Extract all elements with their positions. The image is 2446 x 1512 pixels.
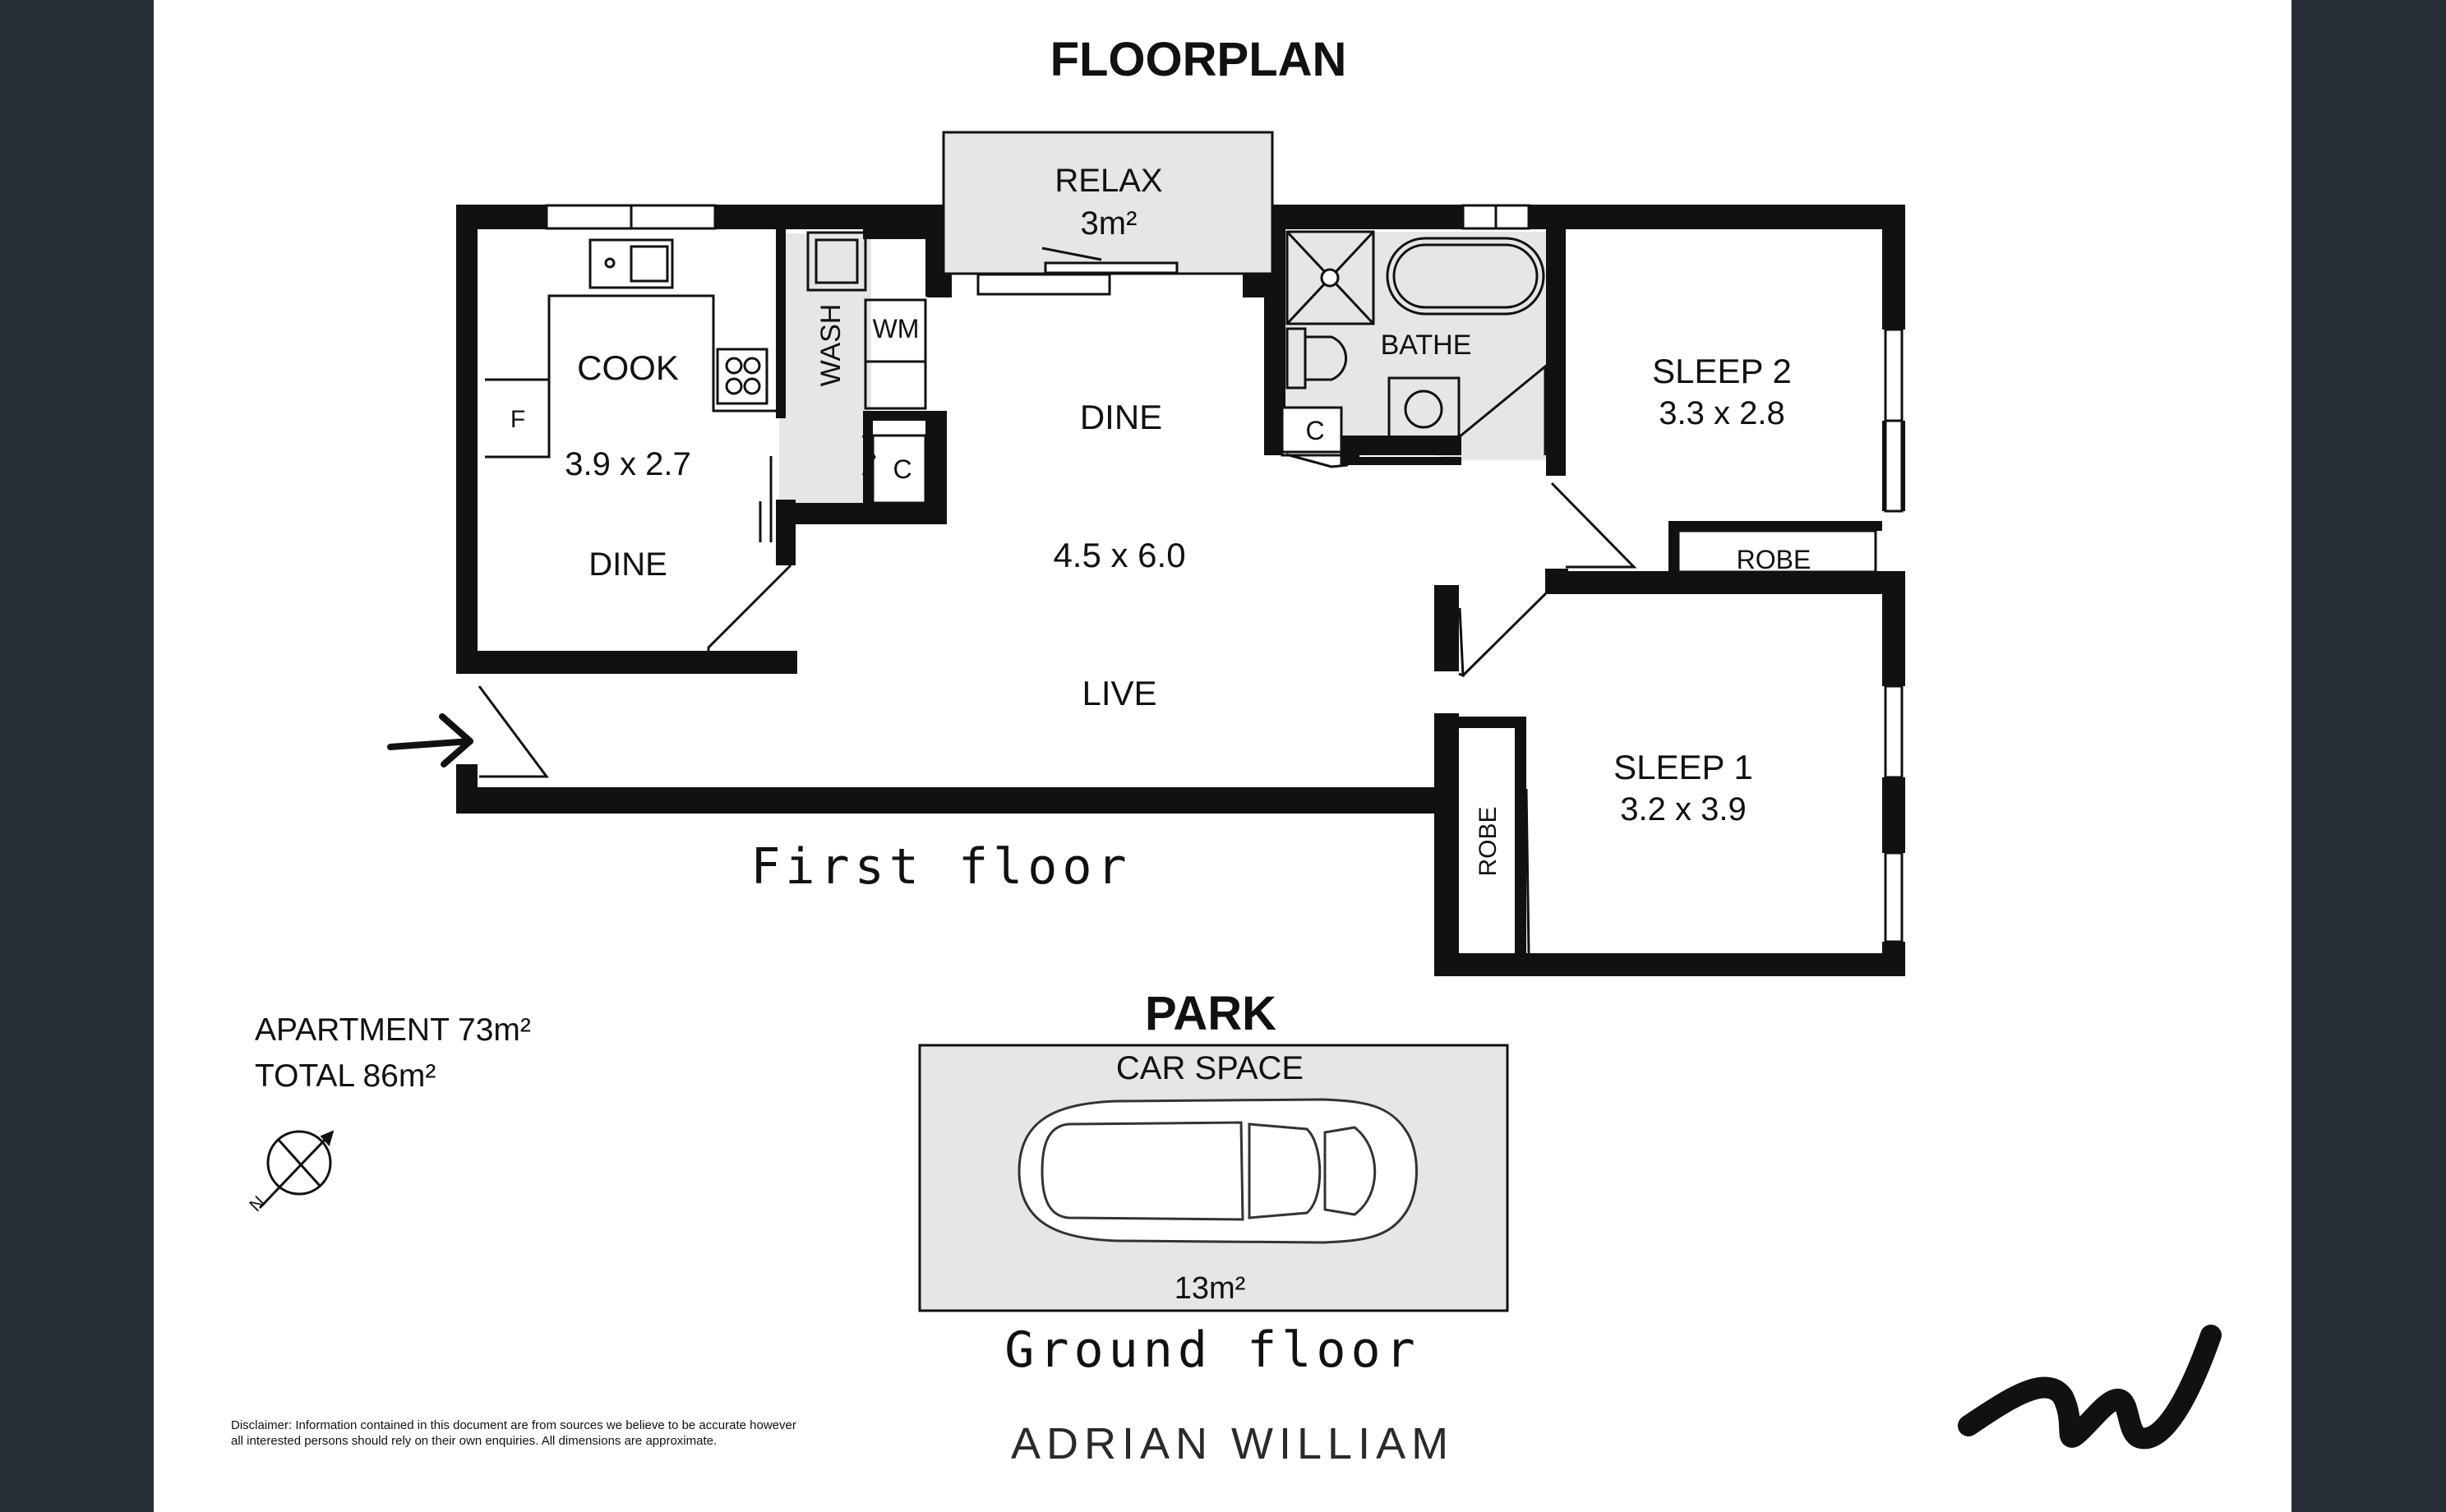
- cooktop-icon: [716, 348, 768, 405]
- room-label-relax: RELAX: [1055, 163, 1162, 199]
- sink-icon: [588, 238, 674, 289]
- apartment-area: APARTMENT 73m²: [255, 1012, 531, 1048]
- room-label-bathe: BATHE: [1381, 330, 1472, 361]
- wash-label: WASH: [815, 304, 847, 387]
- room-label-sleep2: SLEEP 2: [1652, 352, 1792, 390]
- bathtub-icon: [1386, 237, 1545, 316]
- ground-floor-label: Ground floor: [1004, 1321, 1419, 1379]
- room-label-cook-dine: DINE: [588, 546, 667, 583]
- park-title: PARK: [1145, 987, 1276, 1040]
- tub-icon: [806, 231, 867, 292]
- laundry-fixtures: [806, 231, 927, 505]
- laundry-cupboard-label: C: [893, 454, 911, 484]
- robe-label-sleep1: ROBE: [1475, 806, 1502, 876]
- vanity-icon: [1387, 376, 1461, 439]
- room-size-dine: 4.5 x 6.0: [1053, 536, 1185, 574]
- wm-label: WM: [873, 314, 920, 343]
- entry-arrow: [387, 713, 473, 768]
- kitchen-fixtures: [485, 238, 792, 651]
- room-label-live: LIVE: [1082, 674, 1156, 712]
- relax-balcony: RELAX 3m²: [942, 131, 1274, 296]
- disclaimer-text: Disclaimer: Information contained in thi…: [231, 1418, 796, 1448]
- brand-name: ADRIAN WILLIAM: [1011, 1419, 1455, 1468]
- windows: [545, 204, 1904, 943]
- brand-logo-icon: [1958, 1325, 2222, 1450]
- bath-cupboard-label: C: [1305, 416, 1324, 445]
- compass-north-icon: [258, 1130, 335, 1210]
- room-size-relax: 3m²: [1081, 205, 1138, 242]
- shower-icon: [1285, 230, 1375, 325]
- car-space-size: 13m²: [1175, 1271, 1246, 1306]
- room-label-dine: DINE: [1080, 398, 1162, 436]
- car-icon: [1018, 1098, 1418, 1244]
- room-size-cook: 3.9 x 2.7: [565, 446, 690, 482]
- room-label-sleep1: SLEEP 1: [1613, 748, 1753, 786]
- doors: [478, 482, 1882, 778]
- toilet-icon: [1304, 335, 1348, 381]
- compass-letter: N: [245, 1192, 269, 1215]
- car-space-label: CAR SPACE: [1116, 1050, 1304, 1086]
- total-area: TOTAL 86m²: [255, 1058, 436, 1094]
- walls: [456, 205, 1905, 976]
- plan-title: FLOORPLAN: [1050, 33, 1347, 86]
- room-label-cook: COOK: [577, 348, 679, 387]
- bathroom-fixtures: [1281, 230, 1547, 468]
- room-size-sleep1: 3.2 x 3.9: [1620, 791, 1746, 827]
- room-size-sleep2: 3.3 x 2.8: [1659, 395, 1784, 431]
- washing-machine-icon: [864, 298, 927, 410]
- robe-label-sleep2: ROBE: [1737, 545, 1811, 574]
- first-floor-label: First floor: [750, 838, 1131, 896]
- fridge-label: F: [510, 406, 525, 433]
